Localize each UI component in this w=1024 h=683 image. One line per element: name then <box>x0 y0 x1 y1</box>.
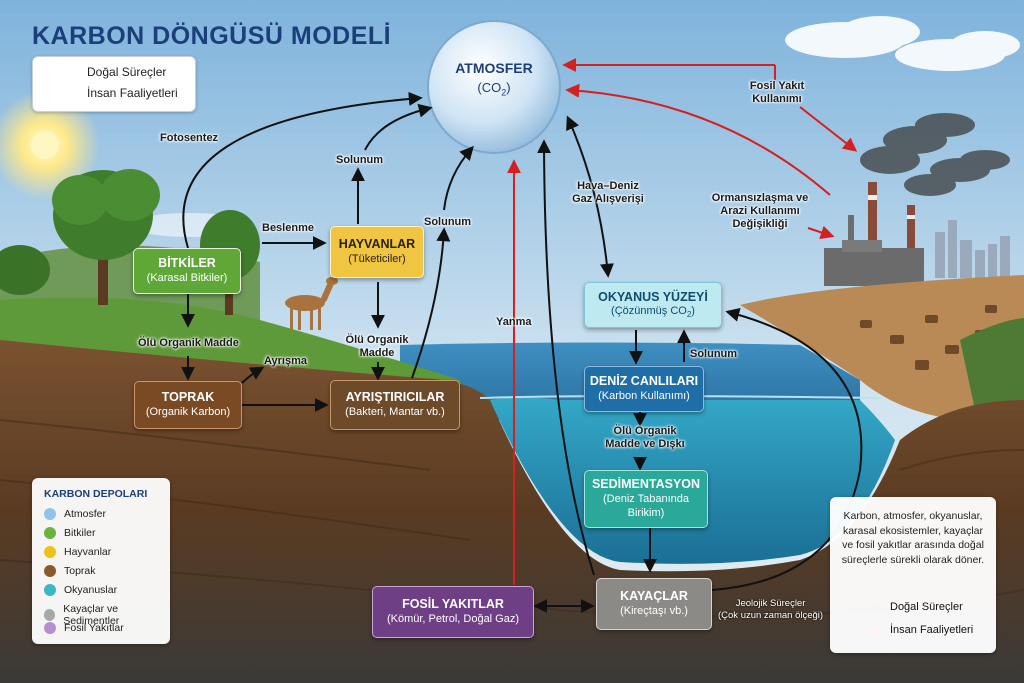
animals-box[interactable]: HAYVANLAR (Tüketiciler) <box>330 226 424 278</box>
label-respiration-decomposers: Solunum <box>424 216 472 228</box>
marine-life-title: DENİZ CANLILARI <box>589 374 699 389</box>
carbon-stores-title: KARBON DEPOLARI <box>44 488 148 500</box>
arrow-decomposition <box>241 366 265 384</box>
store-item: Okyanuslar <box>44 584 117 596</box>
rocks-title: KAYAÇLAR <box>620 589 688 604</box>
marine-life-subtitle: (Karbon Kullanımı) <box>598 389 690 402</box>
store-color-dot <box>44 508 56 520</box>
plants-title: BİTKİLER <box>158 256 216 271</box>
marine-life-box[interactable]: DENİZ CANLILARI (Karbon Kullanımı) <box>584 366 704 412</box>
arrow-decomposer-respiration <box>411 227 451 379</box>
legend: Doğal Süreçler İnsan Faaliyetleri <box>32 56 196 112</box>
fossil-fuels-title: FOSİL YAKITLAR <box>402 597 504 612</box>
arrow-photosynthesis <box>182 91 423 249</box>
store-color-dot <box>44 527 56 539</box>
arrow-deforestation-land <box>807 225 835 240</box>
store-item: Hayvanlar <box>44 546 111 558</box>
label-respiration-animals: Solunum <box>336 154 384 166</box>
arrow-deforestation <box>565 83 831 196</box>
arrow-air-sea <box>566 115 614 278</box>
store-color-dot <box>44 565 56 577</box>
label-decomposition: Ayrışma <box>264 355 308 367</box>
plants-box[interactable]: BİTKİLER (Karasal Bitkiler) <box>133 248 241 294</box>
label-geologic: Jeolojik Süreçler (Çok uzun zaman ölçeği… <box>718 598 824 621</box>
soil-subtitle: (Organik Karbon) <box>145 405 231 418</box>
legend-natural: Doğal Süreçler <box>87 65 167 79</box>
rocks-box[interactable]: KAYAÇLAR (Kireçtaşı vb.) <box>596 578 712 630</box>
label-fossil-use: Fosil Yakıt Kullanımı <box>749 80 805 106</box>
sedimentation-title: SEDİMENTASYON <box>591 477 701 492</box>
fossil-fuels-box[interactable]: FOSİL YAKITLAR (Kömür, Petrol, Doğal Gaz… <box>372 586 534 638</box>
atmosphere-node[interactable]: ATMOSFER (CO2) <box>430 60 558 98</box>
sedimentation-box[interactable]: SEDİMENTASYON (Deniz Tabanında Birikim) <box>584 470 708 528</box>
ocean-surface-box[interactable]: OKYANUS YÜZEYİ (Çözünmüş CO2) <box>584 282 722 328</box>
ocean-surface-subtitle: (Çözünmüş CO2) <box>611 305 695 320</box>
decomposers-title: AYRIŞTIRICILAR <box>345 390 445 405</box>
info-panel: Karbon, atmosfer, okyanuslar, karasal ek… <box>830 497 996 653</box>
arrow-decomposer-respiration-atm <box>443 145 474 211</box>
label-air-sea: Hava–Deniz Gaz Alışverişi <box>572 180 644 206</box>
store-color-dot <box>44 622 56 634</box>
store-item: Toprak <box>44 565 96 577</box>
atmosphere-formula: (CO2) <box>477 80 511 98</box>
soil-title: TOPRAK <box>161 390 215 405</box>
label-deforestation: Ormansızlaşma ve Arazi Kullanımı Değişik… <box>711 192 809 231</box>
label-respiration-ocean: Solunum <box>690 348 738 360</box>
page-title: KARBON DÖNGÜSÜ MODELİ <box>32 22 392 50</box>
store-item: Kayaçlar ve Sedimentler <box>44 603 170 627</box>
arrow-rocks-atm <box>537 139 595 576</box>
store-item: Bitkiler <box>44 527 96 539</box>
sedimentation-subtitle: (Deniz Tabanında Birikim) <box>602 493 690 519</box>
decomposers-box[interactable]: AYRIŞTIRICILAR (Bakteri, Mantar vb.) <box>330 380 460 430</box>
animals-title: HAYVANLAR <box>338 237 416 252</box>
store-color-dot <box>44 584 56 596</box>
info-legend-natural: Doğal Süreçler <box>890 601 963 613</box>
label-feeding: Beslenme <box>262 222 314 234</box>
label-dead-organic-marine: Ölü Organik Madde ve Dışkı <box>605 425 685 451</box>
arrow-fossil-use-factory <box>799 106 858 152</box>
label-combustion: Yanma <box>496 316 532 328</box>
fossil-fuels-subtitle: (Kömür, Petrol, Doğal Gaz) <box>386 612 520 625</box>
atmosphere-title: ATMOSFER <box>455 60 533 76</box>
rocks-subtitle: (Kireçtaşı vb.) <box>620 604 688 617</box>
legend-human: İnsan Faaliyetleri <box>87 86 178 100</box>
label-dead-organic-animals: Ölü Organik Madde <box>345 334 409 360</box>
info-text: Karbon, atmosfer, okyanuslar, karasal ek… <box>841 510 985 567</box>
plants-subtitle: (Karasal Bitkiler) <box>146 271 228 284</box>
arrow-animal-respiration-atm <box>364 103 433 151</box>
store-color-dot <box>44 609 56 621</box>
info-legend-human: İnsan Faaliyetleri <box>890 624 974 636</box>
carbon-stores-panel: KARBON DEPOLARI Atmosfer Bitkiler Hayvan… <box>32 478 170 644</box>
label-dead-organic-plants: Ölü Organik Madde <box>138 337 239 349</box>
soil-box[interactable]: TOPRAK (Organik Karbon) <box>134 381 242 429</box>
label-photosynthesis: Fotosentez <box>160 132 219 144</box>
animals-subtitle: (Tüketiciler) <box>348 252 406 265</box>
decomposers-subtitle: (Bakteri, Mantar vb.) <box>345 405 445 418</box>
store-item: Fosil Yakıtlar <box>44 622 124 634</box>
arrow-rocks-ocean <box>711 308 863 591</box>
store-item: Atmosfer <box>44 508 106 520</box>
ocean-surface-title: OKYANUS YÜZEYİ <box>598 289 708 304</box>
store-color-dot <box>44 546 56 558</box>
